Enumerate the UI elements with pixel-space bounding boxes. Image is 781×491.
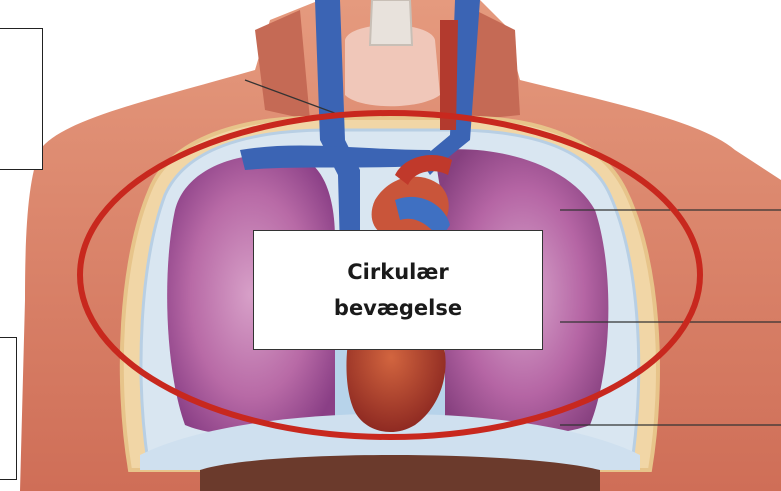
empty-label-box-top-left (0, 28, 43, 170)
center-label-line1: Cirkulær (347, 254, 448, 290)
center-label-line2: bevægelse (334, 290, 462, 326)
empty-label-box-bottom-left (0, 337, 17, 480)
trachea (370, 0, 412, 45)
center-label-box: Cirkulær bevægelse (253, 230, 543, 350)
